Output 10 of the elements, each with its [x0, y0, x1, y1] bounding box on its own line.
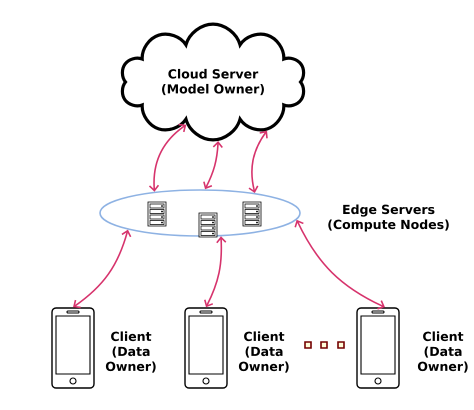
arrow — [203, 141, 223, 190]
node-label: Client (Data Owner) — [238, 331, 289, 373]
node-label: Edge Servers (Compute Nodes) — [328, 204, 449, 232]
arrow — [148, 124, 186, 192]
arrow — [294, 220, 385, 310]
arrow — [204, 236, 226, 308]
node-label: Client (Data Owner) — [418, 331, 468, 373]
node-label: Client (Data Owner) — [106, 331, 156, 373]
arrow — [248, 130, 268, 194]
arrow — [73, 230, 132, 308]
